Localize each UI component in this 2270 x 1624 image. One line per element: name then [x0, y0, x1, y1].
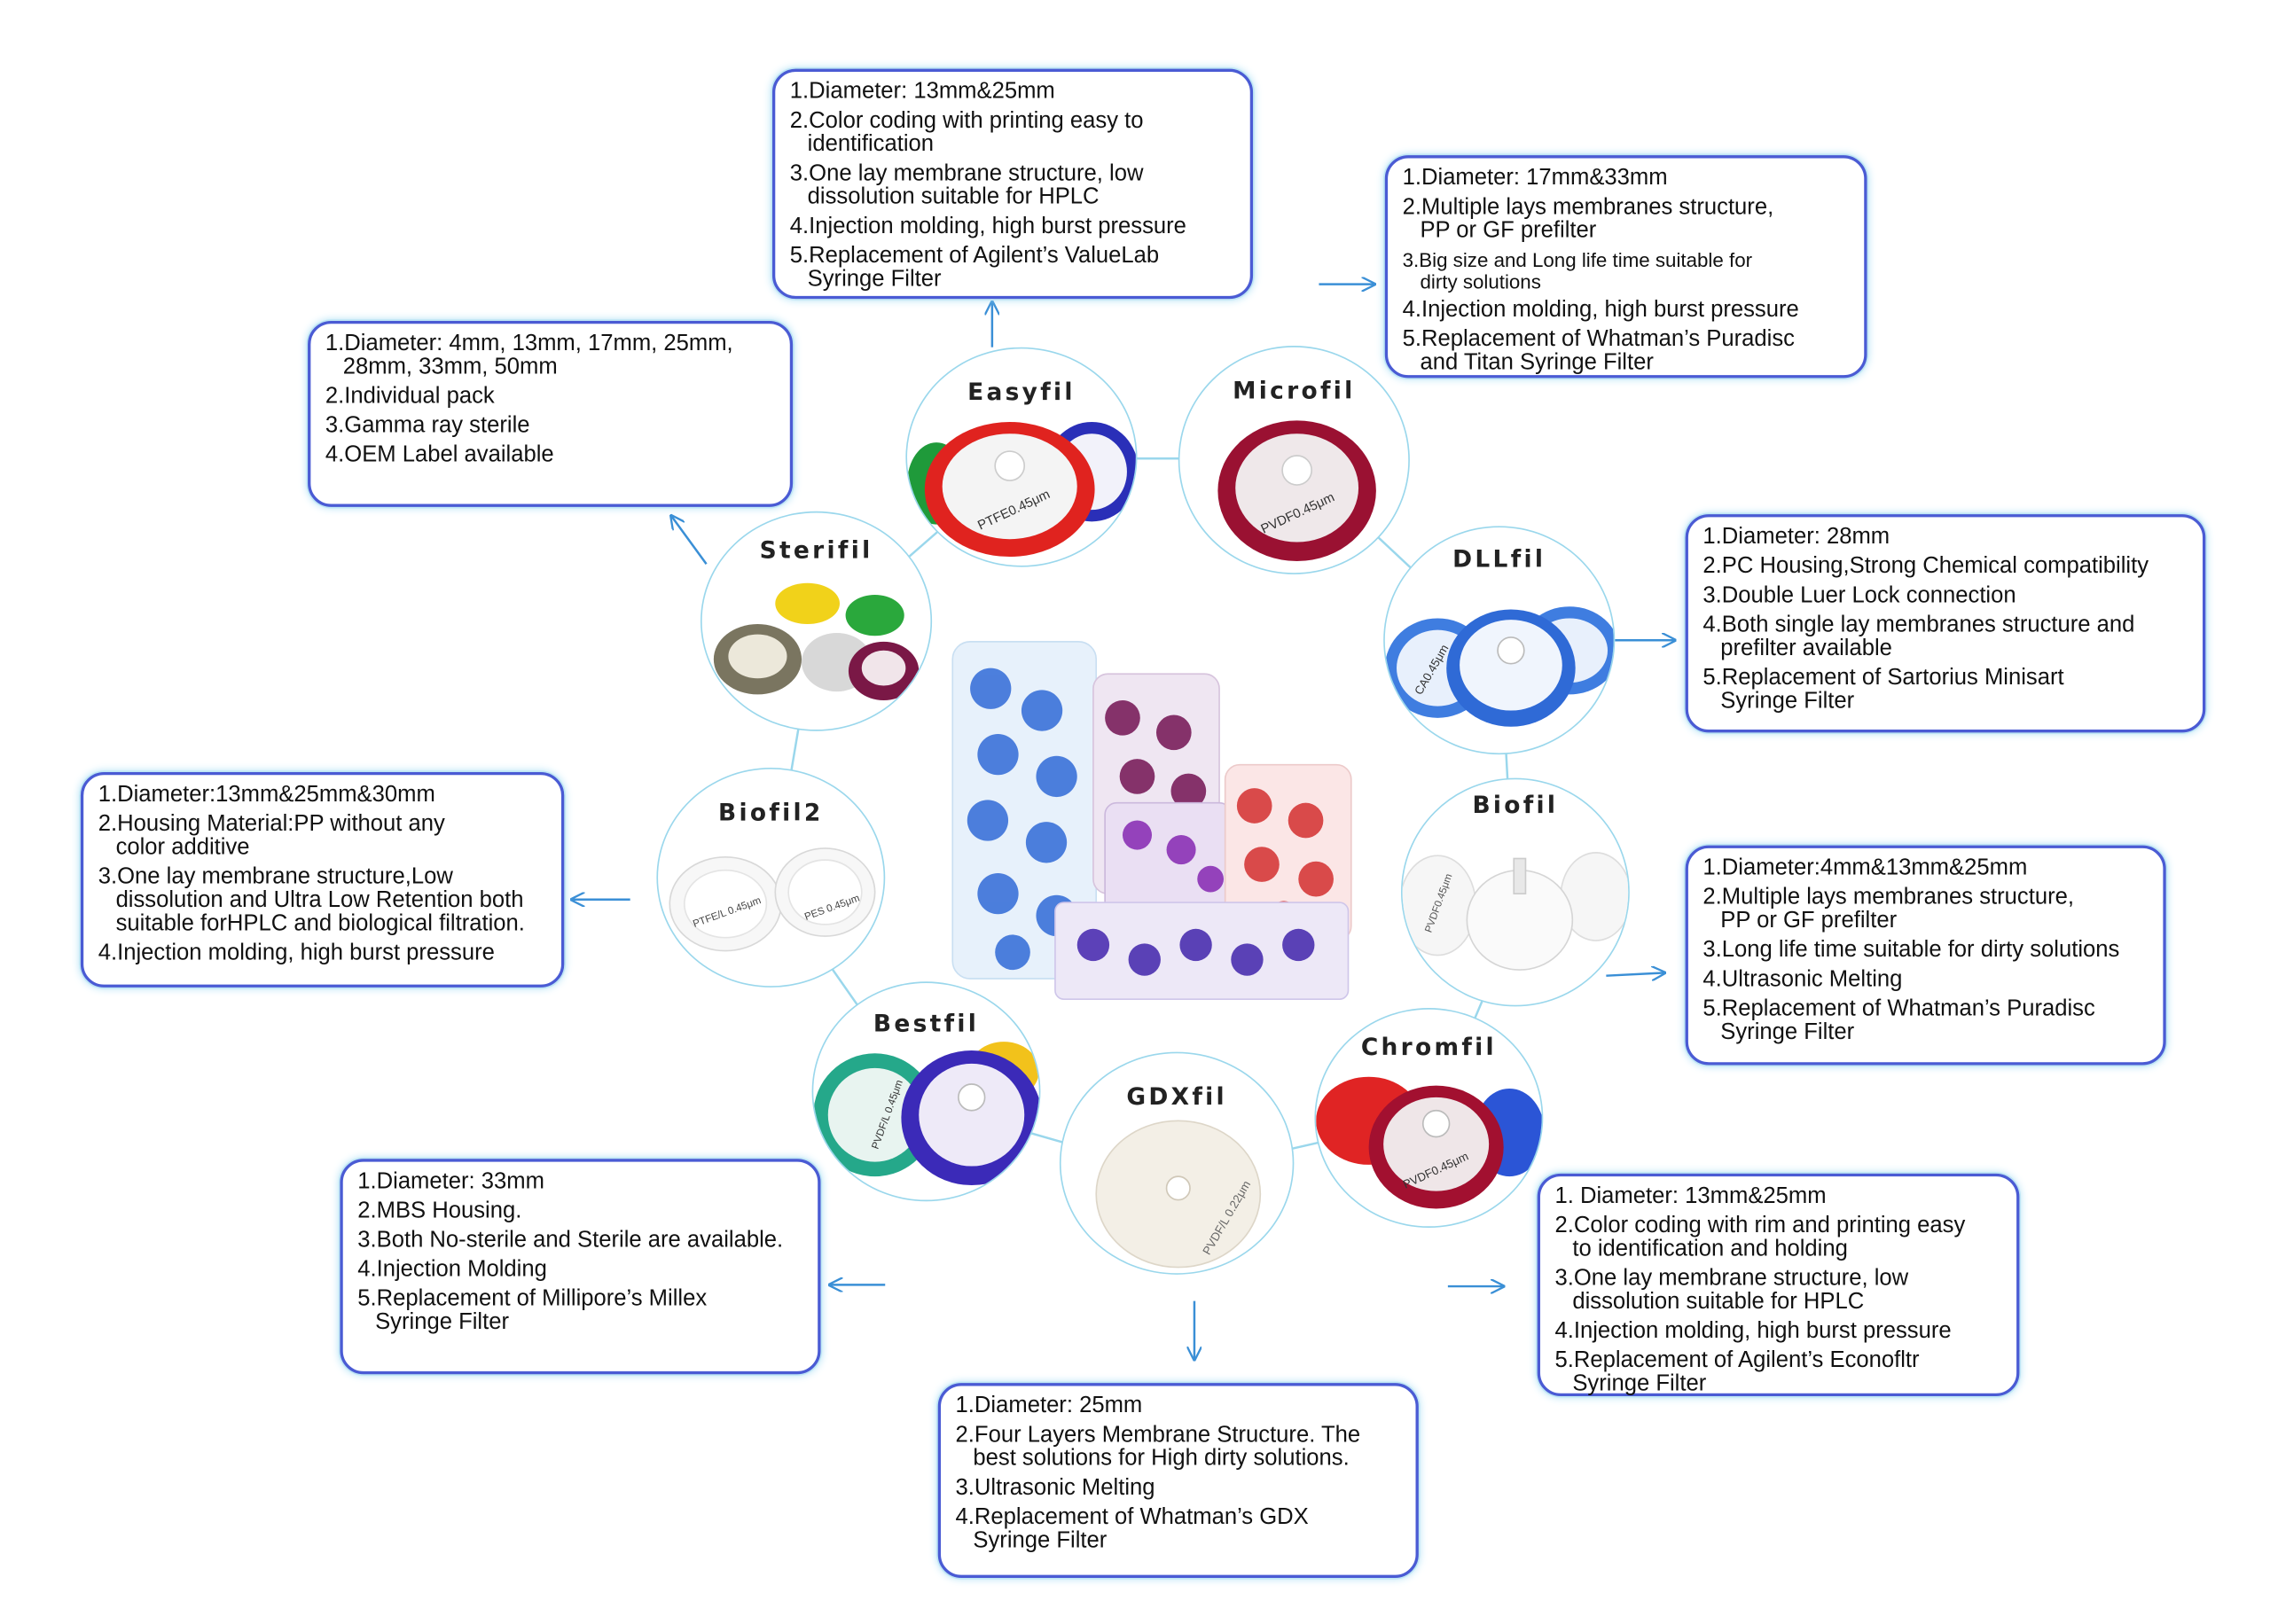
feature-item: 1.Diameter: 17mm&33mm — [1402, 165, 1668, 191]
feature-item: 1.Diameter: 25mm — [955, 1393, 1143, 1418]
feature-item: 3.Ultrasonic Melting — [955, 1475, 1155, 1501]
product-name-biofil: Biofil — [1472, 791, 1559, 819]
feature-item: 4.Injection molding, high burst pressure — [789, 214, 1186, 239]
bestfil-photo: PVDF/L 0.45μm — [813, 1042, 1039, 1186]
biofil2-photo: PTFE/L 0.45μm PES 0.45μm — [669, 847, 876, 952]
feature-item: 3.Double Luer Lock connection — [1702, 582, 2016, 608]
node-biofil: Biofil PVDF0.45μm — [1400, 777, 1630, 1007]
feature-item: 2.Color coding with rim and printing eas… — [1554, 1213, 1966, 1261]
feature-item: 1.Diameter:13mm&25mm&30mm — [98, 782, 435, 808]
feature-item: 4.Ultrasonic Melting — [1702, 966, 1903, 992]
feature-item: 3.Big size and Long life time suitable f… — [1402, 248, 1753, 293]
feature-item: 1.Diameter: 13mm&25mm — [789, 79, 1055, 105]
feature-item: 5.Replacement of Whatman’s Puradisc Syri… — [1702, 995, 2095, 1045]
feature-item: 2.Individual pack — [325, 384, 495, 410]
feature-item: 3.Long life time suitable for dirty solu… — [1702, 937, 2120, 963]
sterifil-photo — [713, 582, 920, 700]
features-bestfil: 1.Diameter: 33mm 2.MBS Housing. 3.Both N… — [340, 1159, 821, 1375]
easyfil-photo: PTFE0.45μm — [907, 421, 1136, 558]
feature-item: 2.Multiple lays membranes structure, PP … — [1402, 194, 1774, 244]
features-easyfil: 1.Diameter: 13mm&25mm 2.Color coding wit… — [771, 68, 1254, 300]
feature-item: 2.MBS Housing. — [357, 1198, 522, 1224]
feature-item: 3.One lay membrane structure, low dissol… — [789, 160, 1144, 210]
dllfil-photo: CA0.45μm — [1384, 606, 1614, 727]
feature-item: 1.Diameter: 4mm, 13mm, 17mm, 25mm, 28mm,… — [325, 331, 733, 380]
features-chromfil: 1. Diameter: 13mm&25mm 2.Color coding wi… — [1537, 1173, 2020, 1397]
feature-item: 2.Four Layers Membrane Structure. The be… — [955, 1422, 1361, 1472]
feature-item: 3.Gamma ray sterile — [325, 413, 530, 439]
feature-item: 4.Injection Molding — [357, 1257, 547, 1283]
chromfil-photo: PVDF0.45μm — [1316, 1076, 1542, 1209]
feature-item: 5.Replacement of Sartorius Minisart Syri… — [1702, 665, 2064, 714]
node-easyfil: Easyfil PTFE0.45μm — [905, 347, 1138, 567]
arrow-biofil — [1606, 972, 1664, 975]
feature-item: 5.Replacement of Whatman’s Puradisc and … — [1402, 326, 1795, 376]
arrow-sterifil — [671, 516, 708, 566]
feature-item: 2.Housing Material:PP without any color … — [98, 811, 445, 861]
product-name-gdxfil: GDXfil — [1126, 1082, 1227, 1111]
product-name-sterifil: Sterifil — [759, 535, 873, 565]
feature-item: 1.Diameter: 28mm — [1702, 524, 1890, 550]
product-name-easyfil: Easyfil — [967, 378, 1076, 406]
node-microfil: Microfil PVDF0.45μm — [1178, 346, 1410, 574]
features-gdxfil: 1.Diameter: 25mm 2.Four Layers Membrane … — [937, 1383, 1419, 1578]
feature-item: 5.Replacement of Agilent’s ValueLab Syri… — [789, 243, 1160, 292]
feature-item: 2.Color coding with printing easy to ide… — [789, 108, 1144, 157]
product-name-biofil2: Biofil2 — [718, 798, 824, 827]
feature-item: 3.Both No-sterile and Sterile are availa… — [357, 1227, 784, 1253]
feature-item: 4.Replacement of Whatman’s GDX Syringe F… — [955, 1504, 1309, 1553]
product-name-microfil: Microfil — [1233, 376, 1356, 405]
node-gdxfil: GDXfil PVDF/L 0.22μm — [1059, 1051, 1295, 1275]
feature-item: 4.Injection molding, high burst pressure — [98, 941, 495, 966]
features-biofil: 1.Diameter:4mm&13mm&25mm 2.Multiple lays… — [1685, 845, 2166, 1066]
feature-item: 5.Replacement of Millipore’s Millex Syri… — [357, 1286, 708, 1335]
node-biofil2: Biofil2 PTFE/L 0.45μm PES 0.45μm — [656, 768, 886, 988]
node-dllfil: DLLfil CA0.45μm — [1383, 526, 1616, 755]
feature-item: 1.Diameter:4mm&13mm&25mm — [1702, 855, 2028, 881]
features-biofil2: 1.Diameter:13mm&25mm&30mm 2.Housing Mate… — [80, 771, 565, 988]
node-bestfil: Bestfil PVDF/L 0.45μm — [811, 981, 1041, 1202]
feature-item: 1.Diameter: 33mm — [357, 1168, 544, 1194]
feature-item: 2.Multiple lays membranes structure, PP … — [1702, 885, 2075, 933]
feature-item: 3.One lay membrane structure,Low dissolu… — [98, 864, 525, 937]
product-name-chromfil: Chromfil — [1360, 1033, 1497, 1061]
microfil-photo: PVDF0.45μm — [1217, 420, 1376, 561]
feature-item: 2.PC Housing,Strong Chemical compatibili… — [1702, 553, 2149, 579]
features-microfil: 1.Diameter: 17mm&33mm 2.Multiple lays me… — [1384, 155, 1867, 379]
feature-item: 5.Replacement of Agilent’s Econofltr Syr… — [1554, 1347, 1920, 1397]
product-name-bestfil: Bestfil — [873, 1009, 980, 1038]
product-name-dllfil: DLLfil — [1452, 544, 1546, 574]
feature-item: 1. Diameter: 13mm&25mm — [1554, 1183, 1827, 1209]
gdxfil-photo: PVDF/L 0.22μm — [1095, 1120, 1262, 1269]
filter-jars-photo — [951, 641, 1352, 1000]
node-sterifil: Sterifil — [700, 511, 933, 731]
feature-item: 4.OEM Label available — [325, 442, 554, 468]
feature-item: 3.One lay membrane structure, low dissol… — [1554, 1265, 1909, 1315]
features-dllfil: 1.Diameter: 28mm 2.PC Housing,Strong Che… — [1685, 514, 2206, 733]
features-sterifil: 1.Diameter: 4mm, 13mm, 17mm, 25mm, 28mm,… — [308, 320, 794, 507]
node-chromfil: Chromfil PVDF0.45μm — [1314, 1008, 1544, 1228]
feature-item: 4.Injection molding, high burst pressure — [1554, 1318, 1952, 1344]
feature-item: 4.Both single lay membranes structure an… — [1702, 612, 2135, 661]
feature-item: 4.Injection molding, high burst pressure — [1402, 297, 1799, 323]
biofil-photo: PVDF0.45μm — [1402, 852, 1629, 971]
